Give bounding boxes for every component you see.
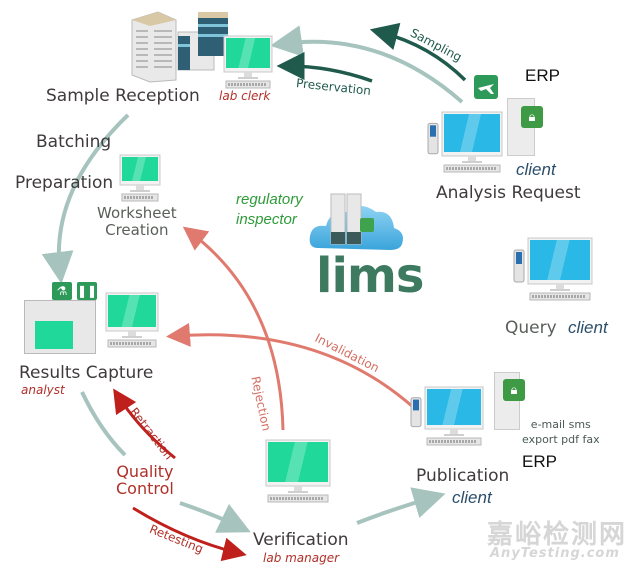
watermark-english: AnyTesting.com [490, 546, 620, 561]
query-client-role: client [568, 318, 608, 337]
publication-label: Publication [416, 466, 510, 486]
worksheet-creation-label: Worksheet Creation [97, 204, 177, 239]
lab-instrument-icon [24, 300, 96, 354]
batching-label: Batching [36, 132, 112, 152]
lock-icon: 🔒︎ [503, 379, 525, 401]
arrow-verification-to-publication [356, 487, 446, 525]
analysis-request-label: Analysis Request [436, 183, 581, 203]
pause-badge-icon: ❚❚ [77, 282, 98, 300]
analyst-role: analyst [21, 383, 65, 397]
erp-label-publication: ERP [522, 452, 557, 471]
results-computer-icon [105, 292, 159, 348]
arrow-analysis-to-reception [270, 25, 464, 104]
erp-label-top: ERP [525, 66, 560, 85]
lab-manager-role: lab manager [263, 551, 340, 565]
arrow-preservation [276, 52, 373, 83]
results-capture-label: Results Capture [19, 363, 154, 383]
lims-logo: lims [316, 248, 424, 304]
preparation-label: Preparation [15, 173, 114, 193]
publication-client-role: client [452, 488, 492, 507]
sample-reception-label: Sample Reception [46, 86, 200, 106]
reception-computer-icon [223, 35, 273, 89]
lab-clerk-role: lab clerk [219, 89, 271, 103]
arrow-sampling [369, 22, 467, 82]
analysis-computer-icon [427, 111, 503, 173]
lims-cloud-icon [309, 193, 403, 250]
flask-badge-icon: ⚗ [52, 282, 72, 300]
arrow-rejection [182, 226, 285, 431]
publication-computer-icon [410, 386, 484, 446]
buildings-icon [131, 11, 228, 83]
publication-channels: e-mail sms export pdf fax [522, 418, 600, 446]
arrow-retraction [113, 388, 176, 460]
arrow-reception-to-results [41, 113, 130, 284]
query-computer-icon [513, 237, 593, 301]
quality-control-label: Quality Control [116, 462, 174, 498]
query-label: Query [505, 318, 557, 338]
worksheet-computer-icon [119, 154, 161, 202]
verification-label: Verification [253, 530, 349, 550]
analysis-client-role: client [516, 160, 556, 179]
arrow-retesting [132, 506, 247, 562]
arrow-results-to-qc [80, 391, 127, 457]
arrow-qc-to-verification [179, 501, 251, 533]
verification-computer-icon [265, 439, 331, 503]
arrow-invalidation [166, 322, 414, 409]
airplane-badge-icon [474, 75, 498, 99]
regulatory-inspector-role: regulatory inspector [236, 191, 303, 228]
watermark-chinese: 嘉峪检测网 [487, 520, 628, 550]
lock-icon: 🔒︎ [521, 106, 543, 128]
